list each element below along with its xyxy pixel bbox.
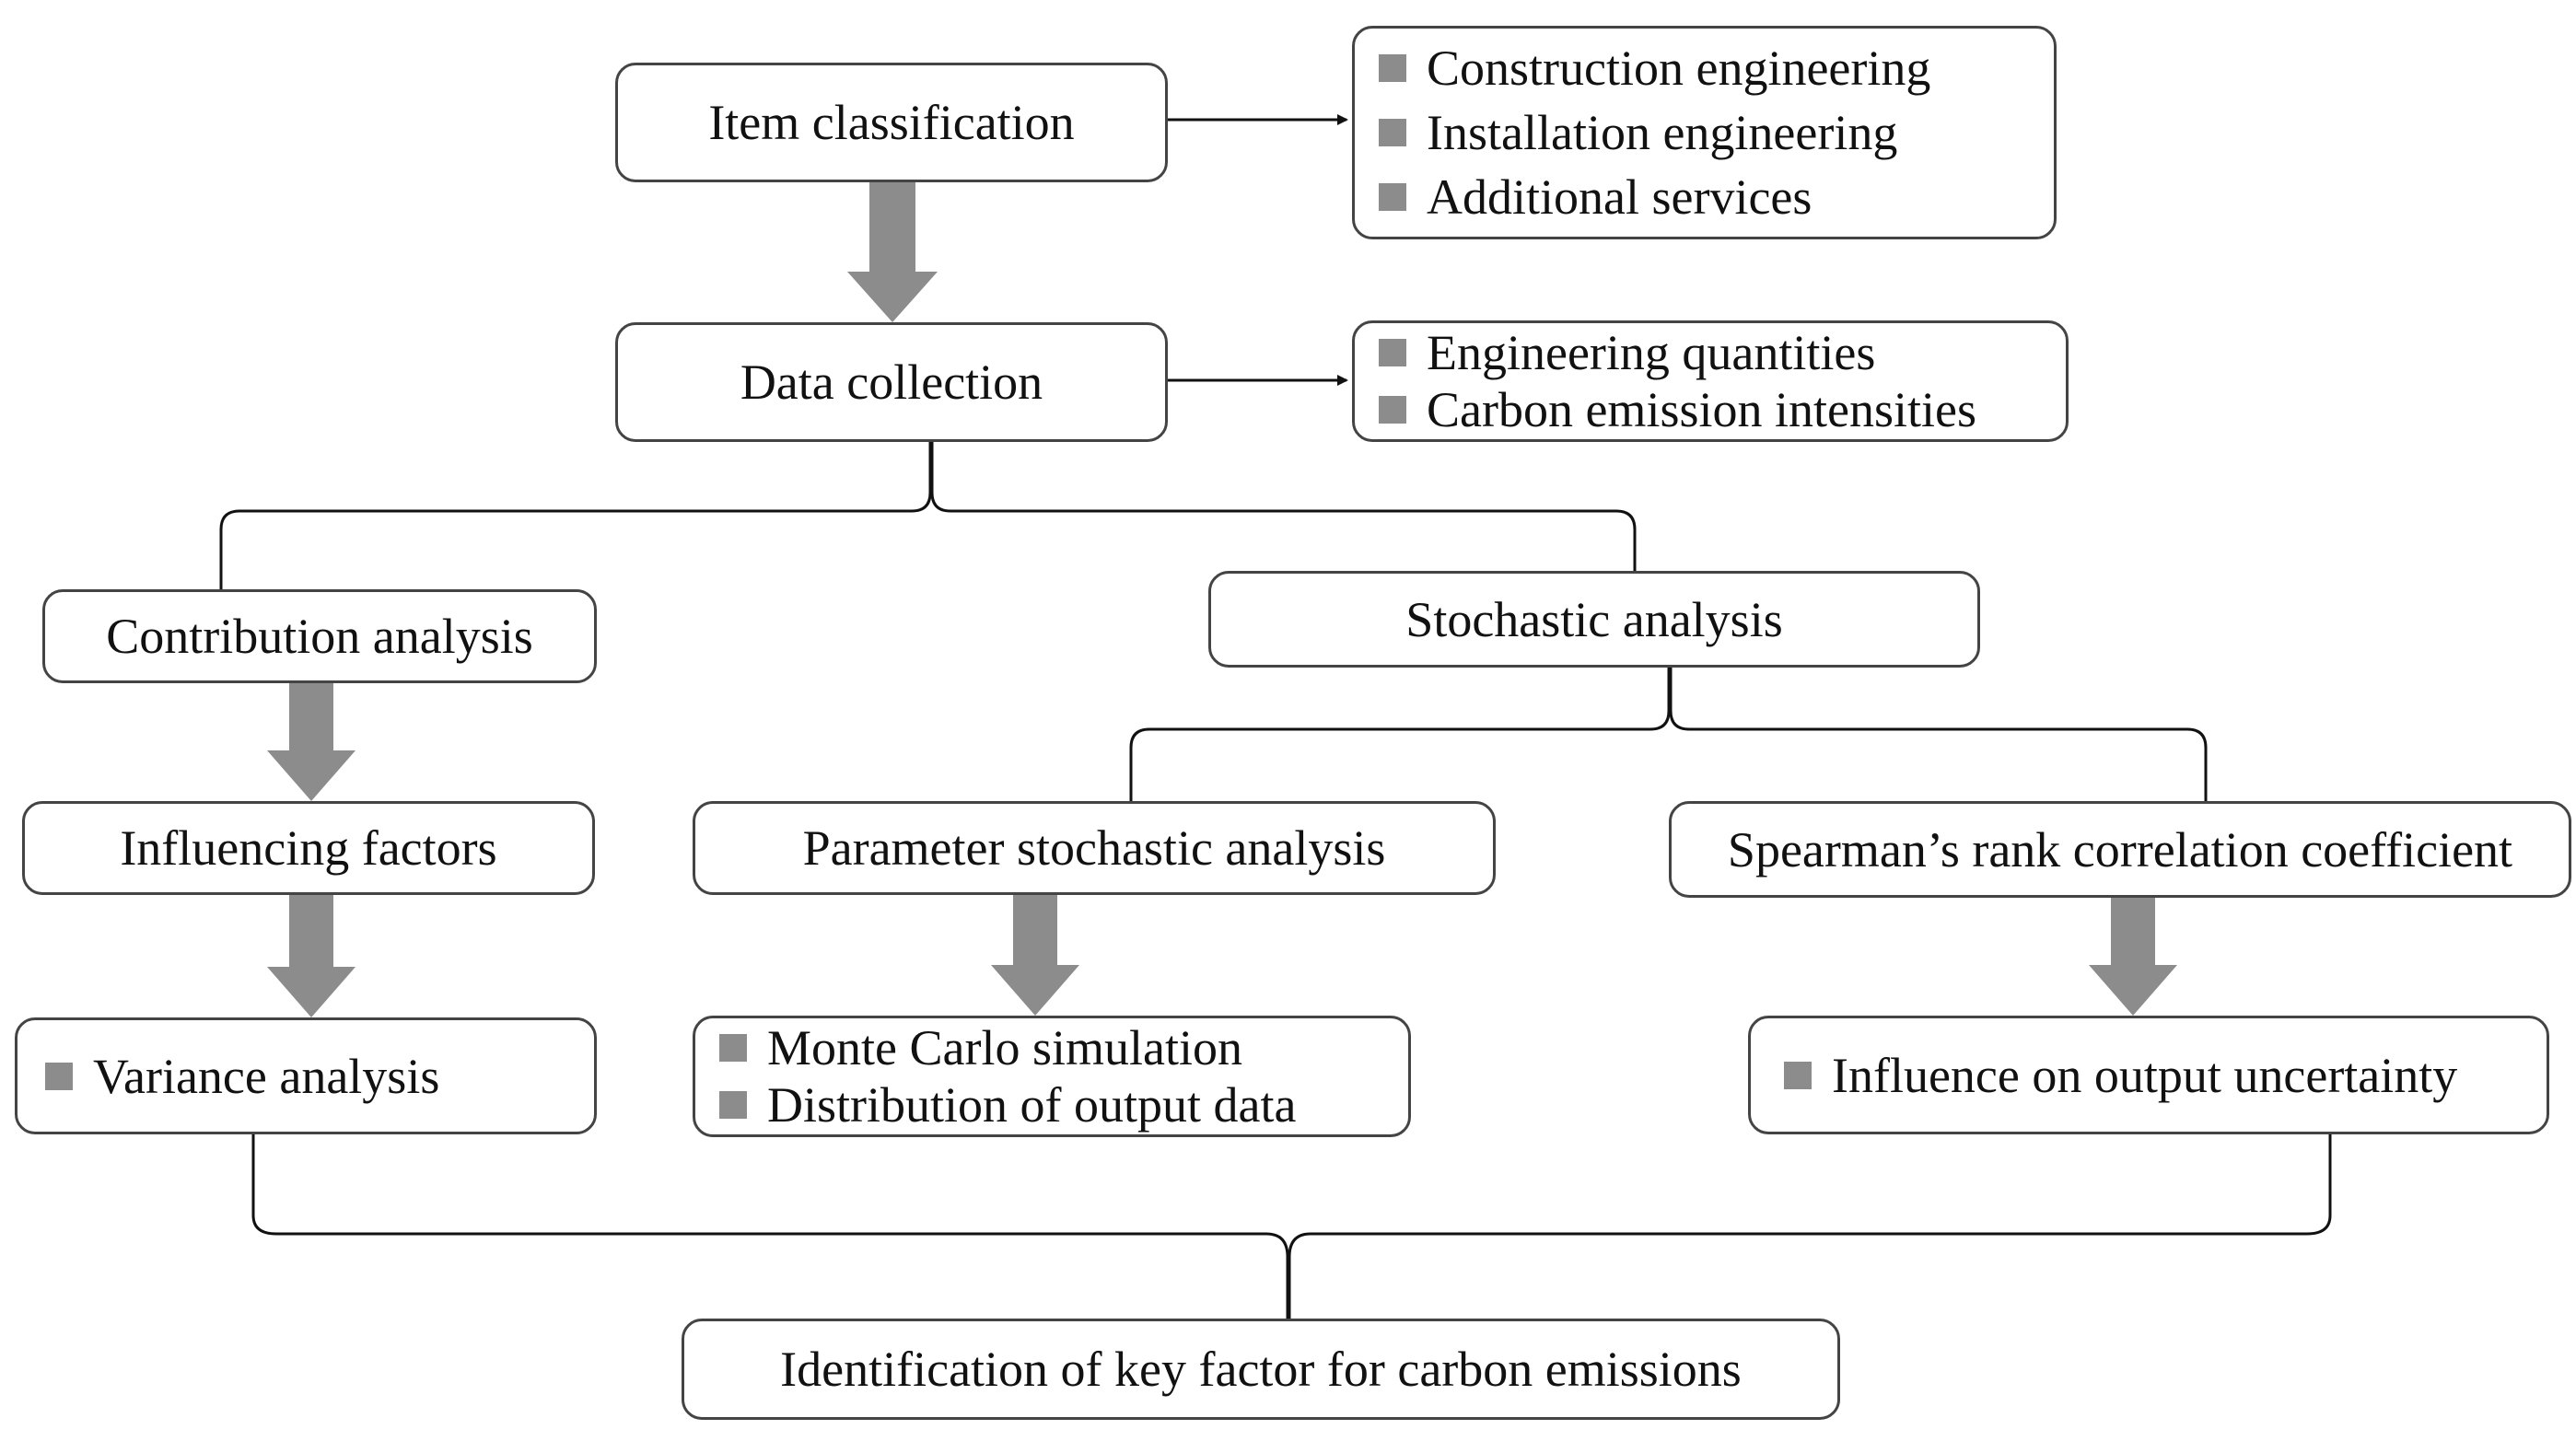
block-arrow-spearman-to-uncertainty: [2089, 898, 2177, 1016]
brace-data-collection-split: [219, 440, 1637, 589]
variance-analysis-label: Variance analysis: [93, 1048, 440, 1104]
influencing-factors-label: Influencing factors: [120, 820, 497, 876]
square-bullet-icon: [1379, 339, 1406, 366]
category-label: Construction engineering: [1427, 41, 1931, 96]
square-bullet-icon: [1379, 183, 1406, 211]
category-item: Construction engineering: [1379, 36, 2054, 100]
contribution-analysis-label: Contribution analysis: [106, 609, 533, 664]
contribution-analysis-box: Contribution analysis: [42, 589, 597, 683]
key-factor-label: Identification of key factor for carbon …: [780, 1342, 1742, 1397]
square-bullet-icon: [45, 1062, 73, 1090]
output-uncertainty-label: Influence on output uncertainty: [1832, 1047, 2458, 1103]
category-label: Installation engineering: [1427, 105, 1898, 160]
stochastic-analysis-label: Stochastic analysis: [1405, 591, 1783, 647]
block-arrow-parameter-to-simulation: [991, 895, 1079, 1016]
influencing-factors-box: Influencing factors: [22, 801, 595, 895]
variance-analysis-box: Variance analysis: [15, 1017, 597, 1134]
category-item: Installation engineering: [1379, 100, 2054, 165]
brace-stochastic-split: [1129, 666, 2208, 801]
data-collection-label: Data collection: [740, 354, 1043, 410]
block-arrow-contribution-to-factors: [267, 683, 356, 801]
key-factor-box: Identification of key factor for carbon …: [682, 1319, 1840, 1420]
data-item: Engineering quantities: [1379, 324, 2066, 381]
block-arrow-factors-to-variance: [267, 895, 356, 1017]
brace-merge-to-key-factor: [251, 1134, 2332, 1320]
data-item-label: Engineering quantities: [1427, 325, 1876, 380]
data-item-label: Carbon emission intensities: [1427, 382, 1976, 437]
square-bullet-icon: [1784, 1061, 1812, 1089]
item-classification-box: Item classification: [615, 63, 1168, 182]
simulation-label: Distribution of output data: [767, 1077, 1297, 1133]
square-bullet-icon: [1379, 396, 1406, 424]
square-bullet-icon: [1379, 54, 1406, 82]
block-arrow-classification-to-collection: [847, 182, 938, 322]
item-categories-box: Construction engineering Installation en…: [1352, 26, 2057, 239]
category-label: Additional services: [1427, 169, 1813, 225]
square-bullet-icon: [1379, 119, 1406, 146]
parameter-stochastic-analysis-box: Parameter stochastic analysis: [693, 801, 1496, 895]
variance-item: Variance analysis: [45, 1044, 594, 1109]
parameter-stochastic-analysis-label: Parameter stochastic analysis: [802, 820, 1386, 876]
simulation-box: Monte Carlo simulation Distribution of o…: [693, 1016, 1411, 1137]
output-uncertainty-box: Influence on output uncertainty: [1748, 1016, 2549, 1134]
spearman-box: Spearman’s rank correlation coefficient: [1669, 801, 2571, 898]
simulation-item: Distribution of output data: [719, 1076, 1408, 1133]
simulation-item: Monte Carlo simulation: [719, 1019, 1408, 1076]
stochastic-analysis-box: Stochastic analysis: [1208, 571, 1980, 668]
square-bullet-icon: [719, 1034, 747, 1062]
square-bullet-icon: [719, 1091, 747, 1119]
simulation-label: Monte Carlo simulation: [767, 1020, 1242, 1075]
item-classification-label: Item classification: [708, 95, 1075, 150]
uncertainty-item: Influence on output uncertainty: [1784, 1043, 2547, 1108]
data-items-box: Engineering quantities Carbon emission i…: [1352, 320, 2069, 442]
data-collection-box: Data collection: [615, 322, 1168, 442]
category-item: Additional services: [1379, 165, 2054, 229]
data-item: Carbon emission intensities: [1379, 381, 2066, 438]
spearman-label: Spearman’s rank correlation coefficient: [1727, 821, 2513, 877]
